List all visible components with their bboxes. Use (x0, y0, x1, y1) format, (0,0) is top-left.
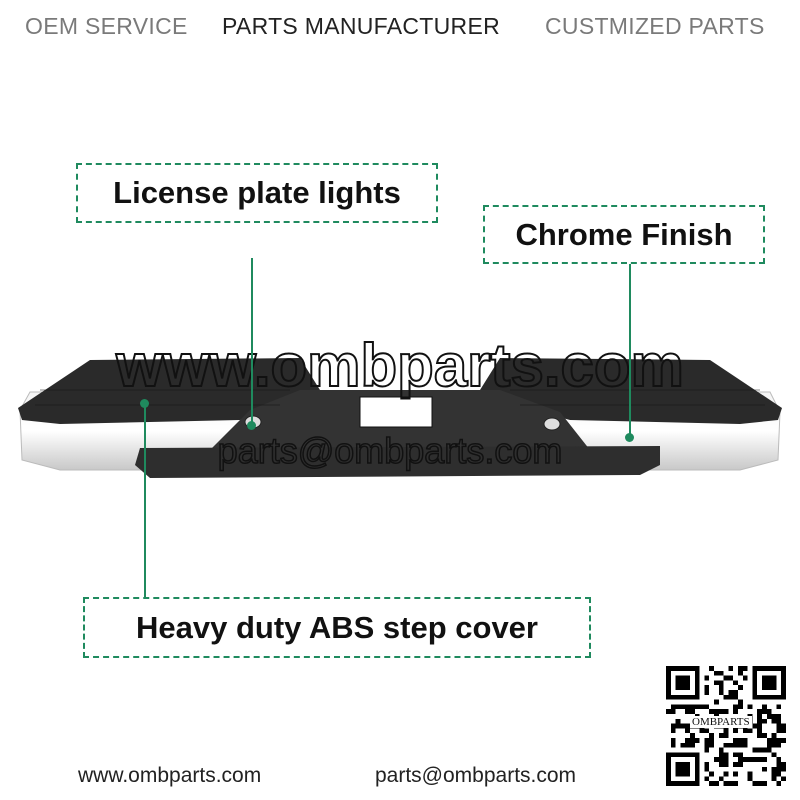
qr-code (666, 666, 786, 786)
step-callout-line (144, 403, 146, 597)
header-parts-manufacturer: PARTS MANUFACTURER (222, 13, 501, 39)
watermark-email: parts@ombparts.com (218, 430, 563, 471)
chrome-callout-dot (625, 433, 634, 442)
qr-label: OMBPARTS (690, 716, 752, 728)
callout-step-cover: Heavy duty ABS step cover (83, 597, 591, 658)
callout-chrome-finish: Chrome Finish (483, 205, 765, 264)
chrome-callout-line (629, 263, 631, 438)
license-callout-dot (247, 421, 256, 430)
footer-email: parts@ombparts.com (375, 764, 577, 787)
callout-license-plate-lights: License plate lights (76, 163, 438, 223)
header-oem-service: OEM SERVICE (25, 13, 188, 39)
header-customized-parts: CUSTMIZED PARTS (545, 13, 765, 39)
watermark-website: www.ombparts.com (115, 332, 684, 399)
footer-website: www.ombparts.com (78, 764, 262, 787)
license-callout-line (251, 258, 253, 426)
rear-bumper-image: www.ombparts.com parts@ombparts.com (18, 331, 782, 478)
step-callout-dot (140, 399, 149, 408)
